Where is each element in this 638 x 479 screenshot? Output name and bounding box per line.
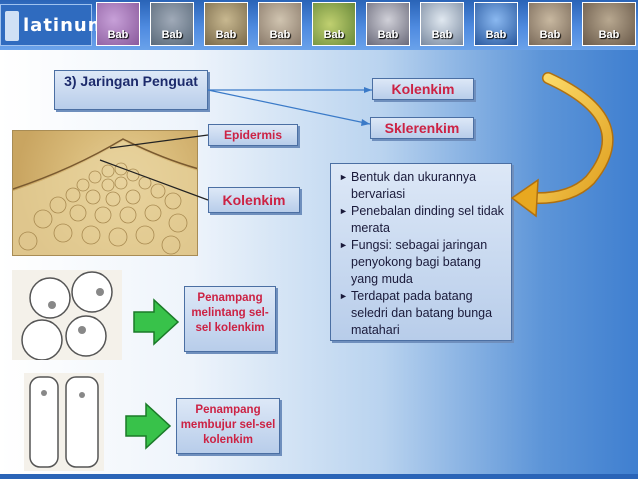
kolenkim-top-label: Kolenkim (391, 81, 455, 97)
tab-thumbnail-icon (529, 3, 571, 45)
kolenkim-label: Kolenkim (222, 192, 286, 208)
tab-label: Bab (377, 29, 399, 41)
nav-tab-1[interactable]: Bab (96, 2, 140, 46)
epidermis-label: Epidermis (223, 128, 283, 142)
nav-tab-4[interactable]: Bab (258, 2, 302, 46)
arrowhead-icon (364, 87, 372, 93)
penampang-melintang-box: Penampang melintang sel-sel kolenkim (184, 286, 276, 352)
bullet-icon: ► (339, 240, 348, 250)
tab-label: Bab (161, 29, 183, 41)
tab-thumbnail-icon (313, 3, 355, 45)
cross-section-cells-image (12, 270, 122, 360)
tab-thumbnail-icon (583, 3, 635, 45)
sklerenkim-label: Sklerenkim (384, 120, 460, 136)
tab-label: Bab (269, 29, 291, 41)
penampang-membujur-box: Penampang membujur sel-sel kolenkim (176, 398, 280, 454)
nav-tab-6[interactable]: Bab (366, 2, 410, 46)
kolenkim-box: Kolenkim (372, 78, 474, 100)
tab-thumbnail-icon (475, 3, 517, 45)
green-arrow-icon (125, 402, 172, 450)
tab-thumbnail-icon (97, 3, 139, 45)
info-text: Terdapat pada batang seledri dan batang … (351, 289, 493, 337)
top-navigation-bar: latinum Bab Bab Bab Bab Bab Bab Bab Bab … (0, 0, 638, 50)
tab-thumbnail-icon (367, 3, 409, 45)
tab-thumbnail-icon (259, 3, 301, 45)
tab-label: Bab (431, 29, 453, 41)
nav-tab-9[interactable]: Bab (528, 2, 572, 46)
info-item: ► Fungsi: sebagai jaringan penyokong bag… (339, 237, 507, 288)
bullet-icon: ► (339, 206, 348, 216)
penampang-melintang-label: Penampang melintang sel-sel kolenkim (191, 292, 269, 334)
bottom-rule (0, 474, 638, 479)
cross-section-cells-icon (21, 271, 113, 360)
section-title: 3) Jaringan Penguat (64, 73, 198, 89)
longitudinal-cells-image (24, 373, 104, 471)
app-logo[interactable]: latinum (0, 4, 106, 46)
nav-tab-10[interactable]: Bab (582, 2, 636, 46)
section-title-box: 3) Jaringan Penguat (54, 70, 208, 110)
info-text: Fungsi: sebagai jaringan penyokong bagi … (351, 238, 488, 286)
tab-label: Bab (107, 29, 129, 41)
curved-arrowhead-icon (510, 178, 539, 218)
sklerenkim-box: Sklerenkim (370, 117, 474, 139)
info-item: ► Penebalan dinding sel tidak merata (339, 203, 507, 237)
tab-label: Bab (598, 29, 620, 41)
info-text: Penebalan dinding sel tidak merata (351, 204, 504, 235)
longitudinal-cells-icon (29, 376, 99, 468)
bullet-icon: ► (339, 172, 348, 182)
penampang-membujur-label: Penampang membujur sel-sel kolenkim (180, 404, 276, 446)
nav-tab-2[interactable]: Bab (150, 2, 194, 46)
arrowhead-icon (361, 119, 370, 126)
bullet-icon: ► (339, 291, 348, 301)
tab-label: Bab (485, 29, 507, 41)
connector-line (207, 89, 371, 125)
epidermis-box: Epidermis (208, 124, 298, 146)
info-box: ► Bentuk dan ukurannya bervariasi ► Pene… (330, 163, 512, 341)
logo-mark-icon (5, 11, 19, 41)
tab-thumbnail-icon (421, 3, 463, 45)
kolenkim-label-box: Kolenkim (208, 187, 300, 213)
tab-label: Bab (215, 29, 237, 41)
tab-thumbnail-icon (151, 3, 193, 45)
info-text: Bentuk dan ukurannya bervariasi (351, 170, 477, 201)
nav-tab-8[interactable]: Bab (474, 2, 518, 46)
info-item: ► Bentuk dan ukurannya bervariasi (339, 169, 507, 203)
logo-text: latinum (23, 15, 108, 36)
tab-thumbnail-icon (205, 3, 247, 45)
curved-arrow-icon (524, 72, 614, 205)
tab-label: Bab (539, 29, 561, 41)
info-item: ► Terdapat pada batang seledri dan batan… (339, 288, 507, 339)
nav-tab-5[interactable]: Bab (312, 2, 356, 46)
tab-label: Bab (323, 29, 345, 41)
micrograph-cells-icon (13, 138, 197, 255)
green-arrow-icon (133, 298, 180, 346)
nav-tab-7[interactable]: Bab (420, 2, 464, 46)
collenchyma-micrograph (12, 130, 198, 256)
nav-tab-3[interactable]: Bab (204, 2, 248, 46)
